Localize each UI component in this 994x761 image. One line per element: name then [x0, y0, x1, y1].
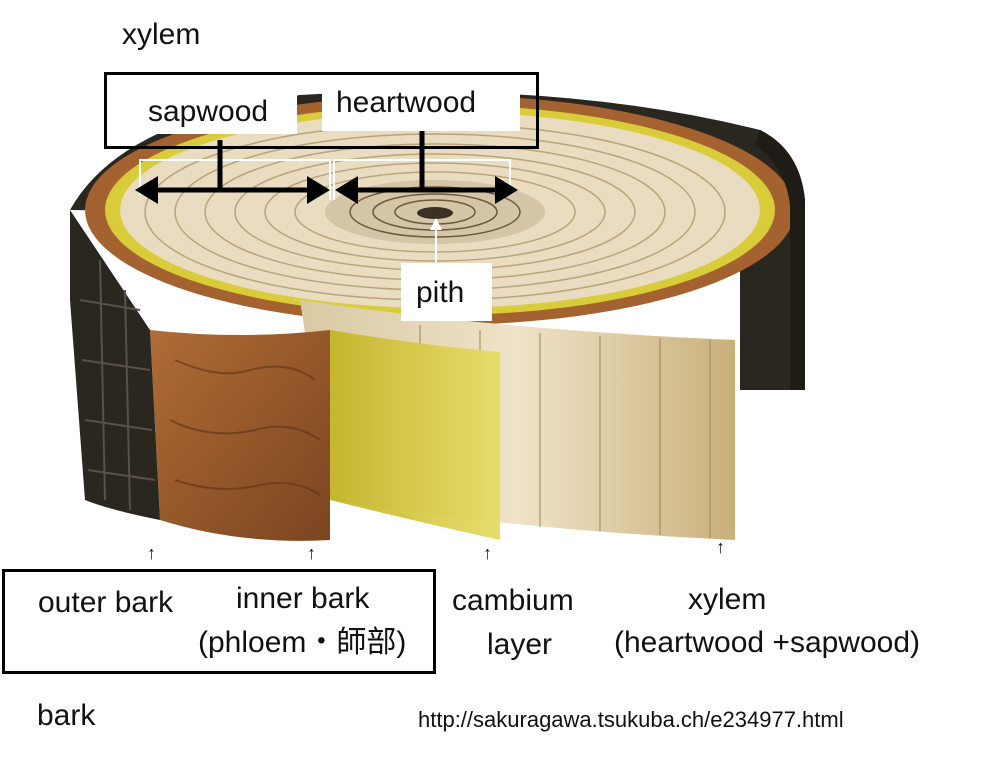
xylem-group-box: [104, 72, 539, 149]
outer-bark-label: outer bark: [38, 586, 174, 619]
xylem-pointer: ↑: [716, 537, 725, 557]
outer-bark-right: [755, 130, 805, 390]
inner-bark-label: inner bark: [236, 582, 370, 615]
cambium-pointer: ↑: [483, 543, 492, 563]
inner-bark-pointer: ↑: [307, 543, 316, 563]
sapwood-arrow: [135, 140, 330, 204]
cambium-layer: [330, 330, 500, 540]
diagram-title: xylem: [122, 18, 201, 51]
heartwood-label: heartwood: [336, 86, 477, 119]
heartwood-arrow: [335, 125, 518, 204]
sapwood-label: sapwood: [148, 95, 269, 128]
bark-label: bark: [37, 699, 96, 732]
xylem-label-line1: xylem: [688, 583, 767, 616]
phloem-label: (phloem・師部): [198, 626, 407, 659]
cambium-label-line2: layer: [487, 628, 553, 661]
xylem-label-line2: (heartwood +sapwood): [614, 626, 921, 659]
source-url: http://sakuragawa.tsukuba.ch/e234977.htm…: [418, 707, 844, 732]
outer-bark-pointer: ↑: [147, 543, 156, 563]
heartwood-label-bg: [322, 83, 520, 131]
inner-bark-slab: [150, 330, 330, 541]
pith-label-bg: [401, 263, 492, 321]
sapwood-label-bg: [139, 90, 297, 134]
cambium-label-line1: cambium: [452, 584, 574, 617]
bark-group-box: [2, 569, 436, 674]
pith-pointer: [430, 218, 442, 262]
pith-label: pith: [416, 276, 465, 309]
pith-center: [417, 207, 453, 219]
